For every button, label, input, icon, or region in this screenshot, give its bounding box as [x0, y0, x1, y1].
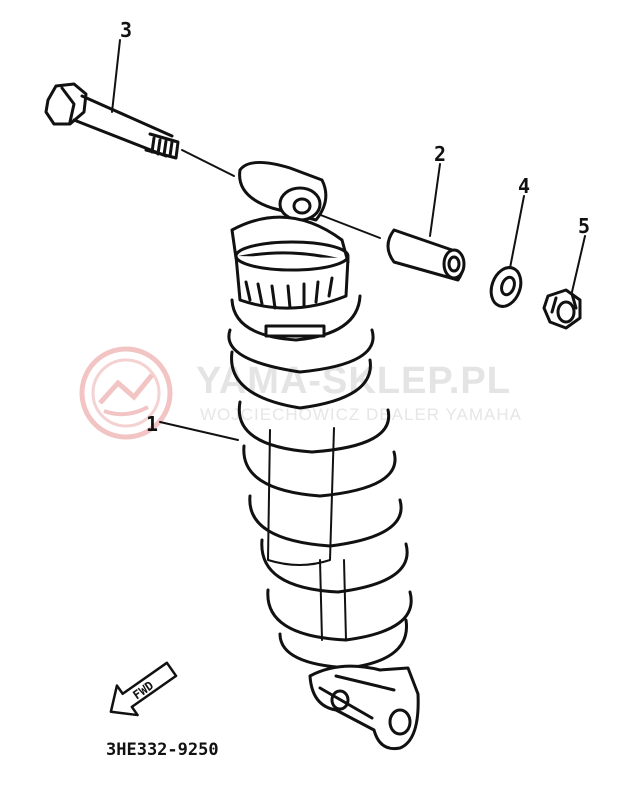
leader-2 — [429, 163, 441, 237]
callout-collar: 2 — [434, 142, 447, 166]
callout-shock-absorber: 1 — [146, 412, 159, 436]
washer — [489, 266, 523, 308]
callout-washer: 4 — [518, 174, 531, 198]
collar — [386, 228, 466, 282]
part-number: 3HE332-9250 — [106, 740, 219, 760]
callout-bolt: 3 — [120, 18, 133, 42]
shock-absorber — [227, 161, 420, 751]
leader-1 — [159, 421, 239, 441]
leader-4 — [509, 195, 525, 269]
leader-5 — [571, 235, 586, 293]
forward-arrow: FWD — [109, 661, 178, 717]
leader-3 — [111, 39, 121, 113]
watermark-subtext: WOJCIECHOWICZ DEALER YAMAHA — [200, 405, 523, 424]
nut — [542, 288, 582, 330]
watermark-text: YAMA-SKLEP.PL — [196, 360, 511, 402]
bolt — [44, 82, 180, 160]
watermark-logo — [79, 346, 173, 440]
callout-nut: 5 — [578, 214, 591, 238]
